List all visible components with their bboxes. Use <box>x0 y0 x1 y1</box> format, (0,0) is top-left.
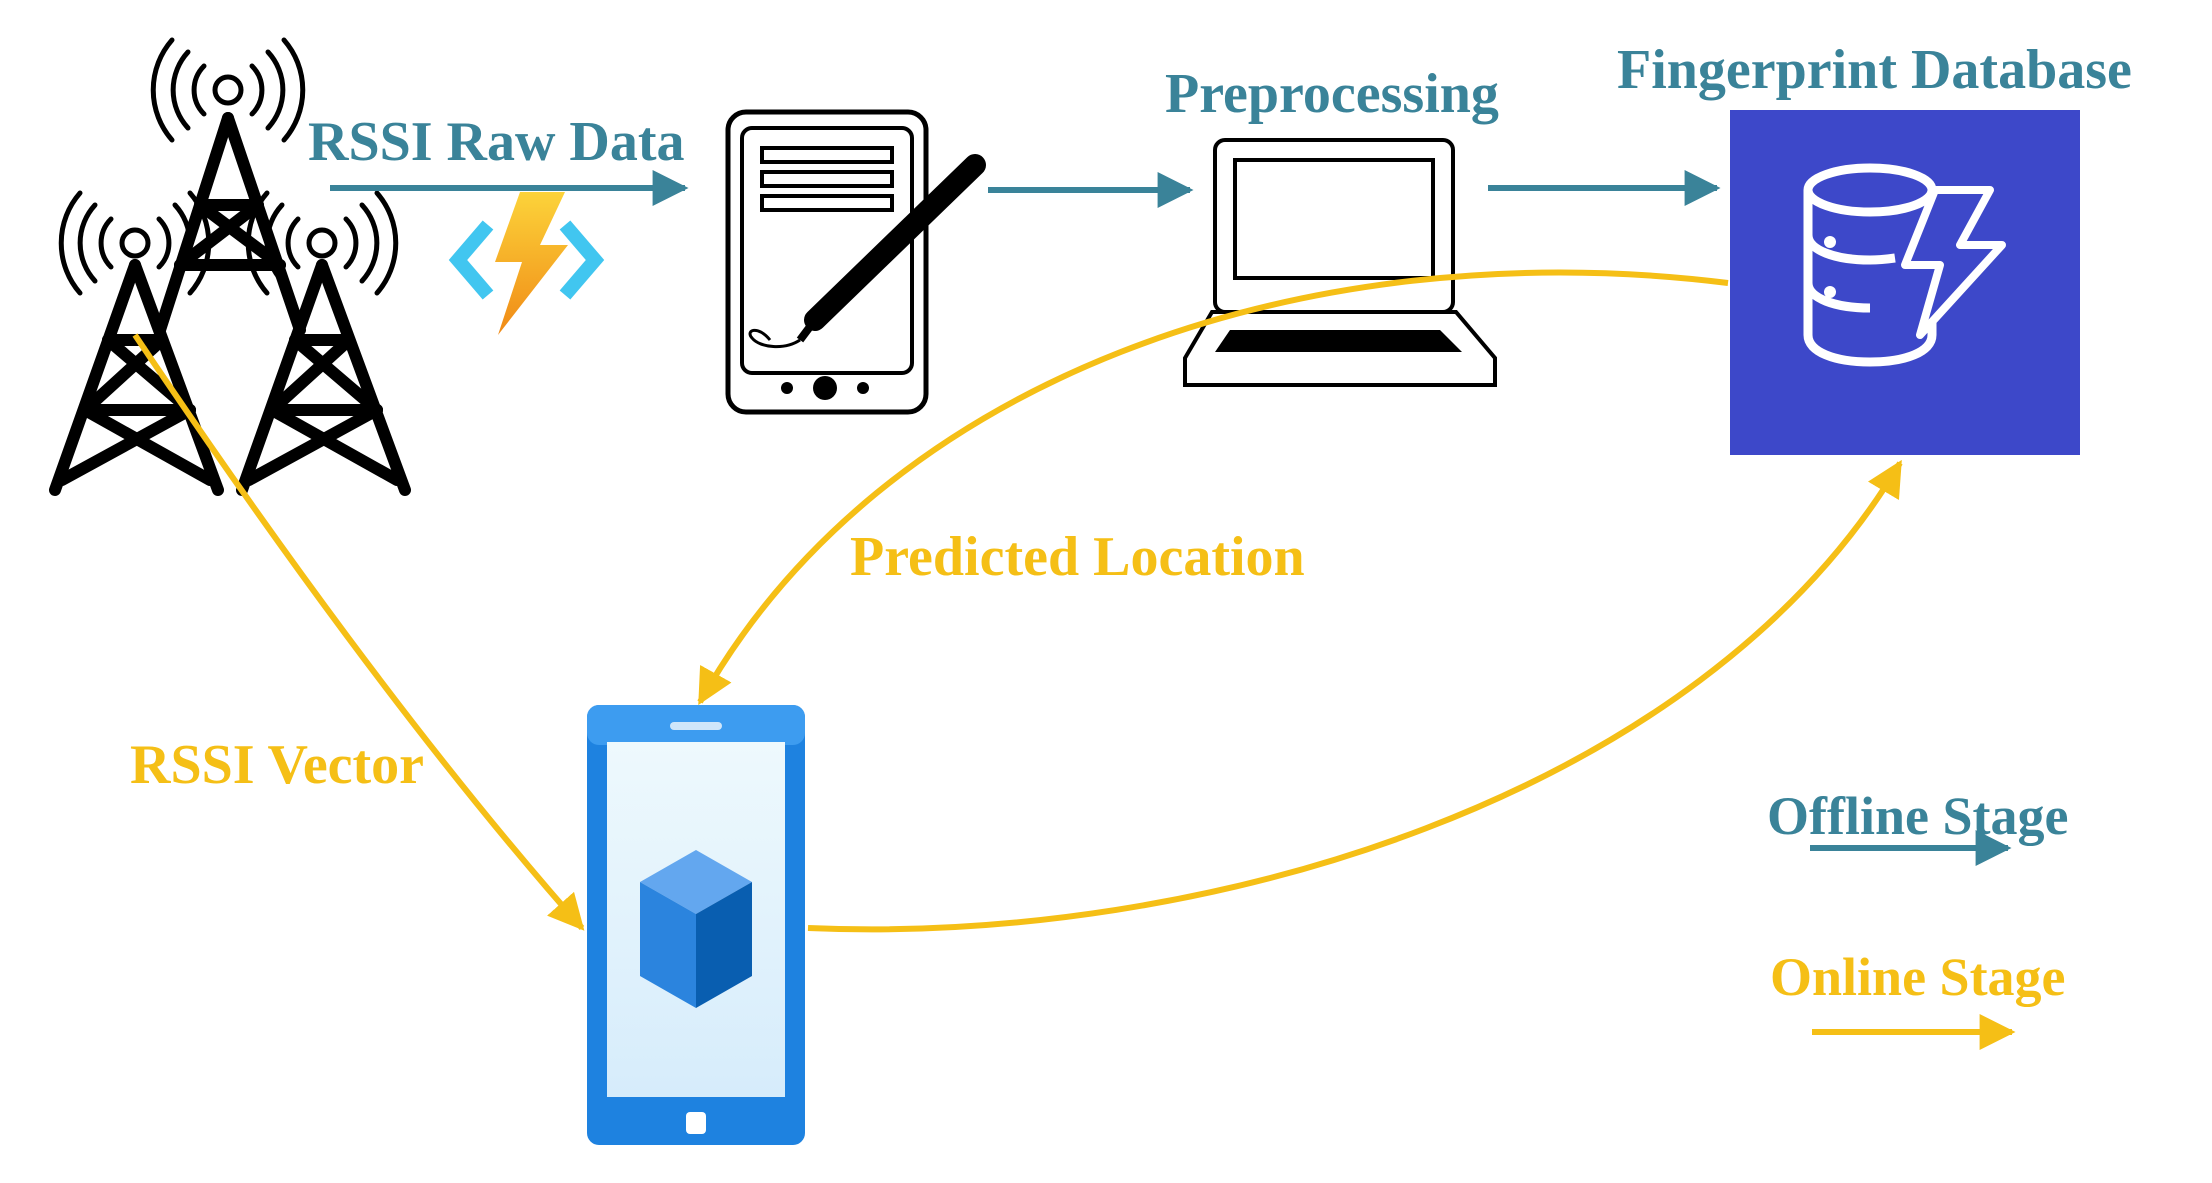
legend-online-label: Online Stage <box>1770 947 2066 1007</box>
rssi-raw-data-label: RSSI Raw Data <box>308 111 685 173</box>
laptop-icon <box>1183 138 1497 387</box>
legend-offline-label: Offline Stage <box>1767 786 2068 846</box>
online-flow-arrows <box>132 269 1903 933</box>
arrow-phone-to-database <box>807 459 1903 933</box>
radio-tower-icon <box>49 37 411 496</box>
legend: Offline Stage Online Stage <box>1767 786 2068 1050</box>
lightning-function-icon <box>448 192 605 335</box>
tablet-pen-icon <box>725 109 986 415</box>
predicted-location-label: Predicted Location <box>850 526 1305 588</box>
fingerprint-database-label: Fingerprint Database <box>1617 39 2132 101</box>
arrow-towers-to-phone <box>132 333 585 931</box>
preprocessing-label: Preprocessing <box>1165 63 1499 125</box>
arrow-database-to-phone <box>697 269 1729 706</box>
smartphone-cube-icon <box>587 705 805 1145</box>
offline-flow-arrows <box>330 170 1721 208</box>
rssi-vector-label: RSSI Vector <box>130 734 424 796</box>
database-lightning-icon <box>1730 110 2080 455</box>
